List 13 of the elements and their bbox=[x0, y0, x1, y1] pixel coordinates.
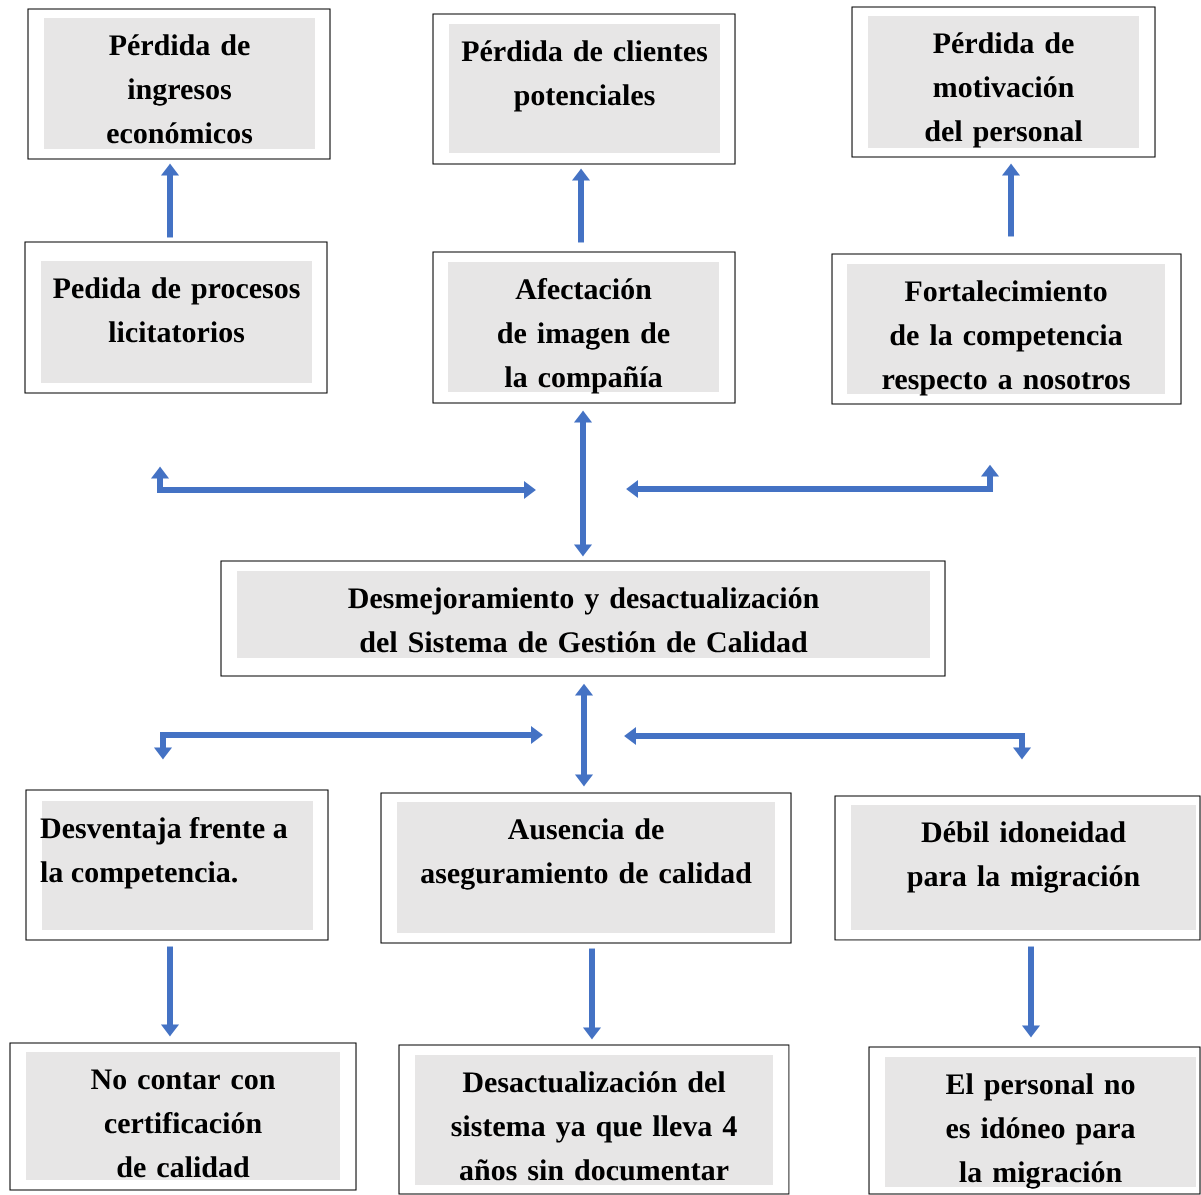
cause-effect-box: Pérdida de clientes potenciales bbox=[432, 13, 736, 165]
cause-effect-box: No contar con certificación de calidad bbox=[9, 1042, 357, 1191]
cause-effect-box: Desventaja frente a la competencia. bbox=[25, 789, 329, 941]
cause-effect-box: Débil idoneidad para la migración bbox=[834, 795, 1201, 941]
cause-effect-box: Pedida de procesos licitatorios bbox=[24, 241, 328, 394]
cause-effect-box: Pérdida de ingresos económicos bbox=[27, 8, 331, 160]
cause-effect-box: El personal no es idóneo para la migración bbox=[868, 1046, 1201, 1195]
cause-effect-box: Afectación de imagen de la compañía bbox=[432, 251, 736, 404]
cause-effect-box: Desmejoramiento y desactualización del Sistema de Gestión de Calidad bbox=[220, 560, 946, 677]
cause-effect-box: Pérdida de motivación del personal bbox=[851, 6, 1156, 158]
cause-effect-box: Fortalecimiento de la competencia respecto a nosotros bbox=[831, 253, 1182, 405]
cause-effect-box: Ausencia de aseguramiento de calidad bbox=[380, 792, 792, 944]
cause-effect-box: Desactualización del sistema ya que lleva 4 años sin documentar bbox=[398, 1044, 790, 1195]
